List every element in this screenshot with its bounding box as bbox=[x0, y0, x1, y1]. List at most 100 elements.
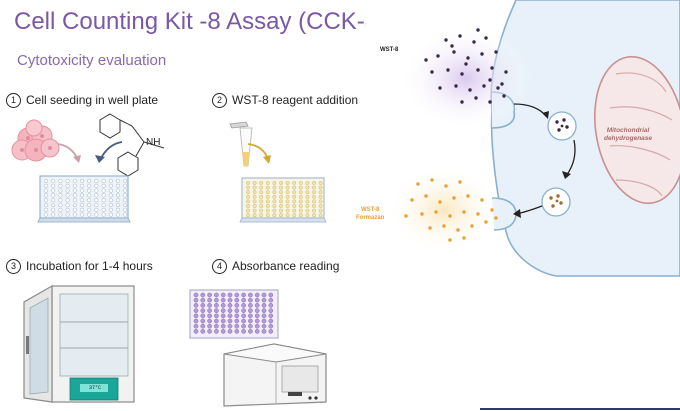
well bbox=[94, 198, 99, 203]
well bbox=[305, 185, 310, 190]
well bbox=[252, 208, 257, 213]
well bbox=[115, 198, 121, 203]
particle bbox=[448, 214, 452, 218]
well bbox=[123, 212, 128, 217]
step-2-heading: 2 WST-8 reagent addition bbox=[212, 91, 358, 109]
well bbox=[259, 199, 264, 204]
well bbox=[272, 204, 277, 208]
well bbox=[261, 329, 267, 334]
particle bbox=[488, 78, 492, 82]
well bbox=[58, 198, 63, 203]
well bbox=[79, 188, 85, 193]
well bbox=[51, 198, 56, 203]
well bbox=[318, 208, 323, 213]
nh-label: NH bbox=[146, 137, 160, 148]
particle bbox=[420, 212, 424, 216]
well bbox=[312, 190, 316, 195]
well bbox=[94, 193, 99, 198]
well bbox=[193, 318, 199, 324]
particle bbox=[500, 82, 504, 86]
well bbox=[252, 194, 257, 199]
well bbox=[246, 208, 250, 213]
particle bbox=[474, 96, 478, 100]
particle bbox=[480, 198, 484, 202]
incubator-icon bbox=[23, 284, 135, 403]
well bbox=[115, 183, 121, 188]
well bbox=[305, 213, 310, 218]
well bbox=[43, 183, 49, 188]
well bbox=[292, 213, 297, 218]
well bbox=[265, 194, 270, 199]
particle bbox=[430, 178, 434, 182]
well bbox=[246, 190, 250, 195]
wst8-label: WST-8 bbox=[380, 47, 399, 53]
well bbox=[268, 292, 274, 298]
well bbox=[241, 313, 246, 319]
step-2-number: 2 bbox=[212, 92, 227, 108]
well bbox=[207, 297, 212, 303]
pipette-tube-icon bbox=[229, 121, 253, 167]
well bbox=[318, 181, 323, 185]
well bbox=[298, 204, 303, 208]
well bbox=[200, 329, 206, 334]
well bbox=[246, 204, 250, 208]
well bbox=[254, 329, 260, 334]
well bbox=[214, 297, 219, 303]
well bbox=[252, 181, 257, 185]
well bbox=[241, 292, 246, 298]
well bbox=[318, 185, 323, 190]
well bbox=[58, 202, 63, 208]
well bbox=[298, 190, 303, 195]
well bbox=[312, 199, 316, 204]
well bbox=[279, 190, 283, 195]
particle bbox=[462, 236, 466, 240]
well bbox=[72, 193, 77, 198]
well bbox=[298, 208, 303, 213]
well bbox=[51, 193, 56, 198]
particle bbox=[470, 224, 474, 228]
well bbox=[292, 204, 297, 208]
particle bbox=[442, 224, 446, 228]
well bbox=[108, 178, 113, 184]
well bbox=[285, 199, 290, 204]
well bbox=[272, 194, 277, 199]
particle bbox=[444, 38, 448, 42]
well bbox=[272, 185, 277, 190]
well bbox=[101, 207, 106, 212]
well bbox=[214, 308, 219, 313]
well bbox=[252, 213, 257, 218]
cell-mechanism-diagram bbox=[366, 0, 680, 278]
well bbox=[220, 303, 226, 308]
well bbox=[279, 204, 283, 208]
particle bbox=[488, 100, 492, 104]
well bbox=[252, 190, 257, 195]
well bbox=[43, 212, 49, 217]
arrow-icon bbox=[247, 143, 271, 164]
well bbox=[79, 193, 85, 198]
well bbox=[268, 303, 274, 308]
well bbox=[248, 303, 253, 308]
particle bbox=[490, 66, 494, 70]
particle bbox=[452, 50, 456, 54]
well bbox=[241, 308, 246, 313]
well bbox=[58, 193, 63, 198]
well bbox=[285, 185, 290, 190]
particle bbox=[416, 182, 420, 186]
well bbox=[312, 213, 316, 218]
well bbox=[193, 297, 199, 303]
step-4-number: 4 bbox=[212, 258, 227, 274]
well bbox=[193, 329, 199, 334]
particle bbox=[466, 56, 470, 60]
well bbox=[87, 188, 92, 193]
well bbox=[234, 303, 240, 308]
well bbox=[285, 208, 290, 213]
well bbox=[220, 292, 226, 298]
well bbox=[279, 185, 283, 190]
well bbox=[312, 208, 316, 213]
well bbox=[94, 207, 99, 212]
well bbox=[248, 297, 253, 303]
well bbox=[248, 318, 253, 324]
particle bbox=[446, 68, 450, 72]
well bbox=[108, 212, 113, 217]
well-plate-icon bbox=[37, 175, 131, 223]
